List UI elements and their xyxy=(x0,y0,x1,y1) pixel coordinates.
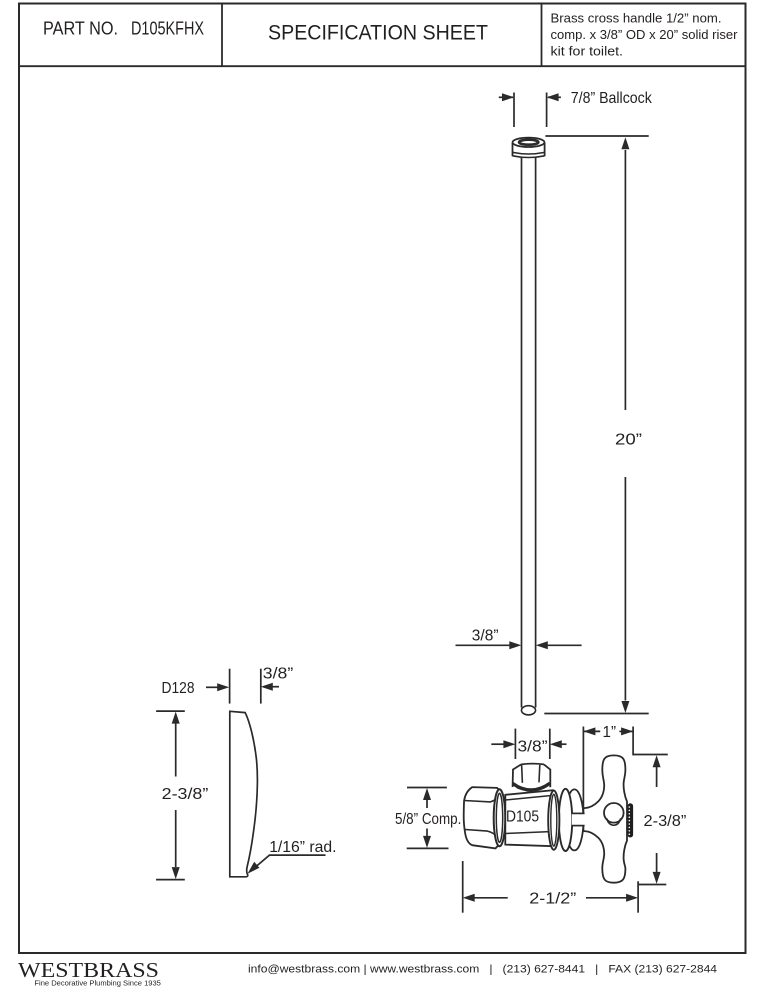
svg-text:D128: D128 xyxy=(162,680,195,697)
svg-text:D105KFHX: D105KFHX xyxy=(131,18,204,39)
svg-text:Brass cross handle 1/2” nom.: Brass cross handle 1/2” nom. xyxy=(551,11,722,26)
svg-text:WESTBRASS: WESTBRASS xyxy=(18,958,159,982)
svg-text:5/8” Comp.: 5/8” Comp. xyxy=(395,811,461,828)
svg-text:7/8” Ballcock: 7/8” Ballcock xyxy=(571,90,653,107)
svg-text:1”: 1” xyxy=(603,724,617,741)
svg-text:3/8”: 3/8” xyxy=(518,739,548,756)
svg-text:2-1/2”: 2-1/2” xyxy=(529,891,576,908)
svg-text:20”: 20” xyxy=(615,432,642,449)
svg-text:Fine Decorative Plumbing Since: Fine Decorative Plumbing Since 1935 xyxy=(34,981,161,988)
svg-text:SPECIFICATION SHEET: SPECIFICATION SHEET xyxy=(268,22,488,45)
svg-text:info@westbrass.com | www.westb: info@westbrass.com | www.westbrass.com |… xyxy=(248,964,717,976)
svg-text:1/16” rad.: 1/16” rad. xyxy=(269,839,336,856)
svg-text:2-3/8”: 2-3/8” xyxy=(644,813,687,830)
svg-text:3/8”: 3/8” xyxy=(472,628,499,645)
svg-text:3/8”: 3/8” xyxy=(263,666,293,683)
svg-text:2-3/8”: 2-3/8” xyxy=(162,786,209,803)
svg-text:kit for toilet.: kit for toilet. xyxy=(551,44,624,59)
svg-text:D105: D105 xyxy=(506,809,539,826)
svg-text:comp. x 3/8” OD x 20” solid ri: comp. x 3/8” OD x 20” solid riser xyxy=(551,27,739,42)
svg-text:PART NO.: PART NO. xyxy=(43,18,118,39)
